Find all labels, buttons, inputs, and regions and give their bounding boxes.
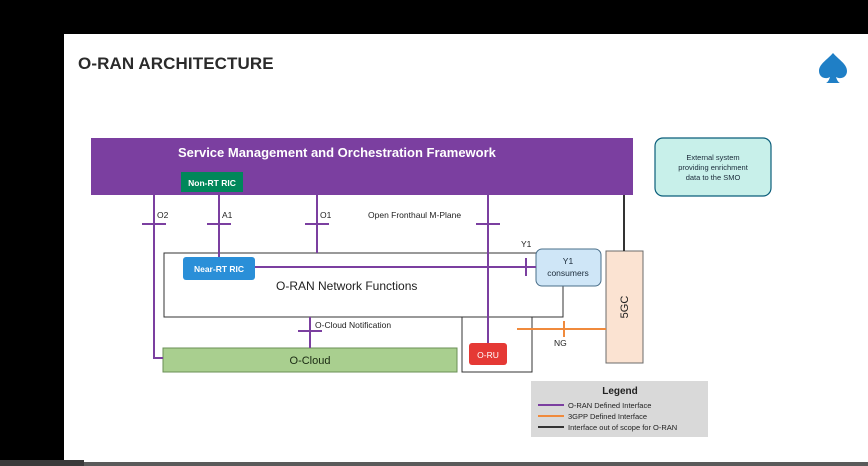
bottom-left-strip	[0, 460, 84, 466]
network-functions-label: O-RAN Network Functions	[276, 279, 417, 293]
near-rt-ric-label: Near-RT RIC	[194, 264, 244, 274]
external-system-line-2: providing enrichment	[678, 163, 749, 172]
5gc-box	[605, 250, 644, 364]
fronthaul-label: Open Fronthaul M-Plane	[368, 210, 461, 220]
legend-item-out-of-scope: Interface out of scope for O-RAN	[568, 423, 677, 432]
non-rt-ric-box	[181, 172, 243, 192]
page-title: O-RAN ARCHITECTURE	[78, 54, 274, 73]
o2-label: O2	[157, 210, 169, 220]
y1-consumers-line-2: consumers	[547, 268, 589, 278]
o1-label: O1	[320, 210, 332, 220]
5gc-label: 5GC	[619, 296, 631, 319]
near-rt-ric-box	[183, 257, 255, 280]
bottom-strip	[0, 462, 868, 466]
external-system-box	[654, 137, 772, 197]
legend-item-3gpp: 3GPP Defined Interface	[568, 412, 647, 421]
o-cloud-notification-label: O-Cloud Notification	[315, 320, 391, 330]
a1-label: A1	[222, 210, 233, 220]
o-cloud-label: O-Cloud	[290, 355, 331, 367]
external-system-line-3: data to the SMO	[686, 173, 741, 182]
legend-title: Legend	[602, 386, 638, 397]
non-rt-ric-label: Non-RT RIC	[188, 178, 236, 188]
o-ru-box	[469, 343, 507, 365]
legend-item-oran: O-RAN Defined Interface	[568, 401, 651, 410]
o-cloud-box	[162, 347, 458, 373]
smo-label: Service Management and Orchestration Fra…	[178, 145, 497, 160]
oran-diagram: Service Management and Orchestration Fra…	[91, 137, 772, 437]
network-functions-outline	[163, 284, 533, 373]
external-system-line-1: External system	[686, 153, 739, 162]
spade-logo-icon	[819, 53, 847, 83]
o2-interface-line	[153, 195, 163, 359]
ng-label: NG	[554, 338, 567, 348]
y1-label: Y1	[521, 239, 532, 249]
slide: O-RAN ARCHITECTURE Service Management an…	[64, 34, 868, 462]
y1-consumers-line-1: Y1	[563, 256, 574, 266]
o-ru-label: O-RU	[477, 350, 499, 360]
